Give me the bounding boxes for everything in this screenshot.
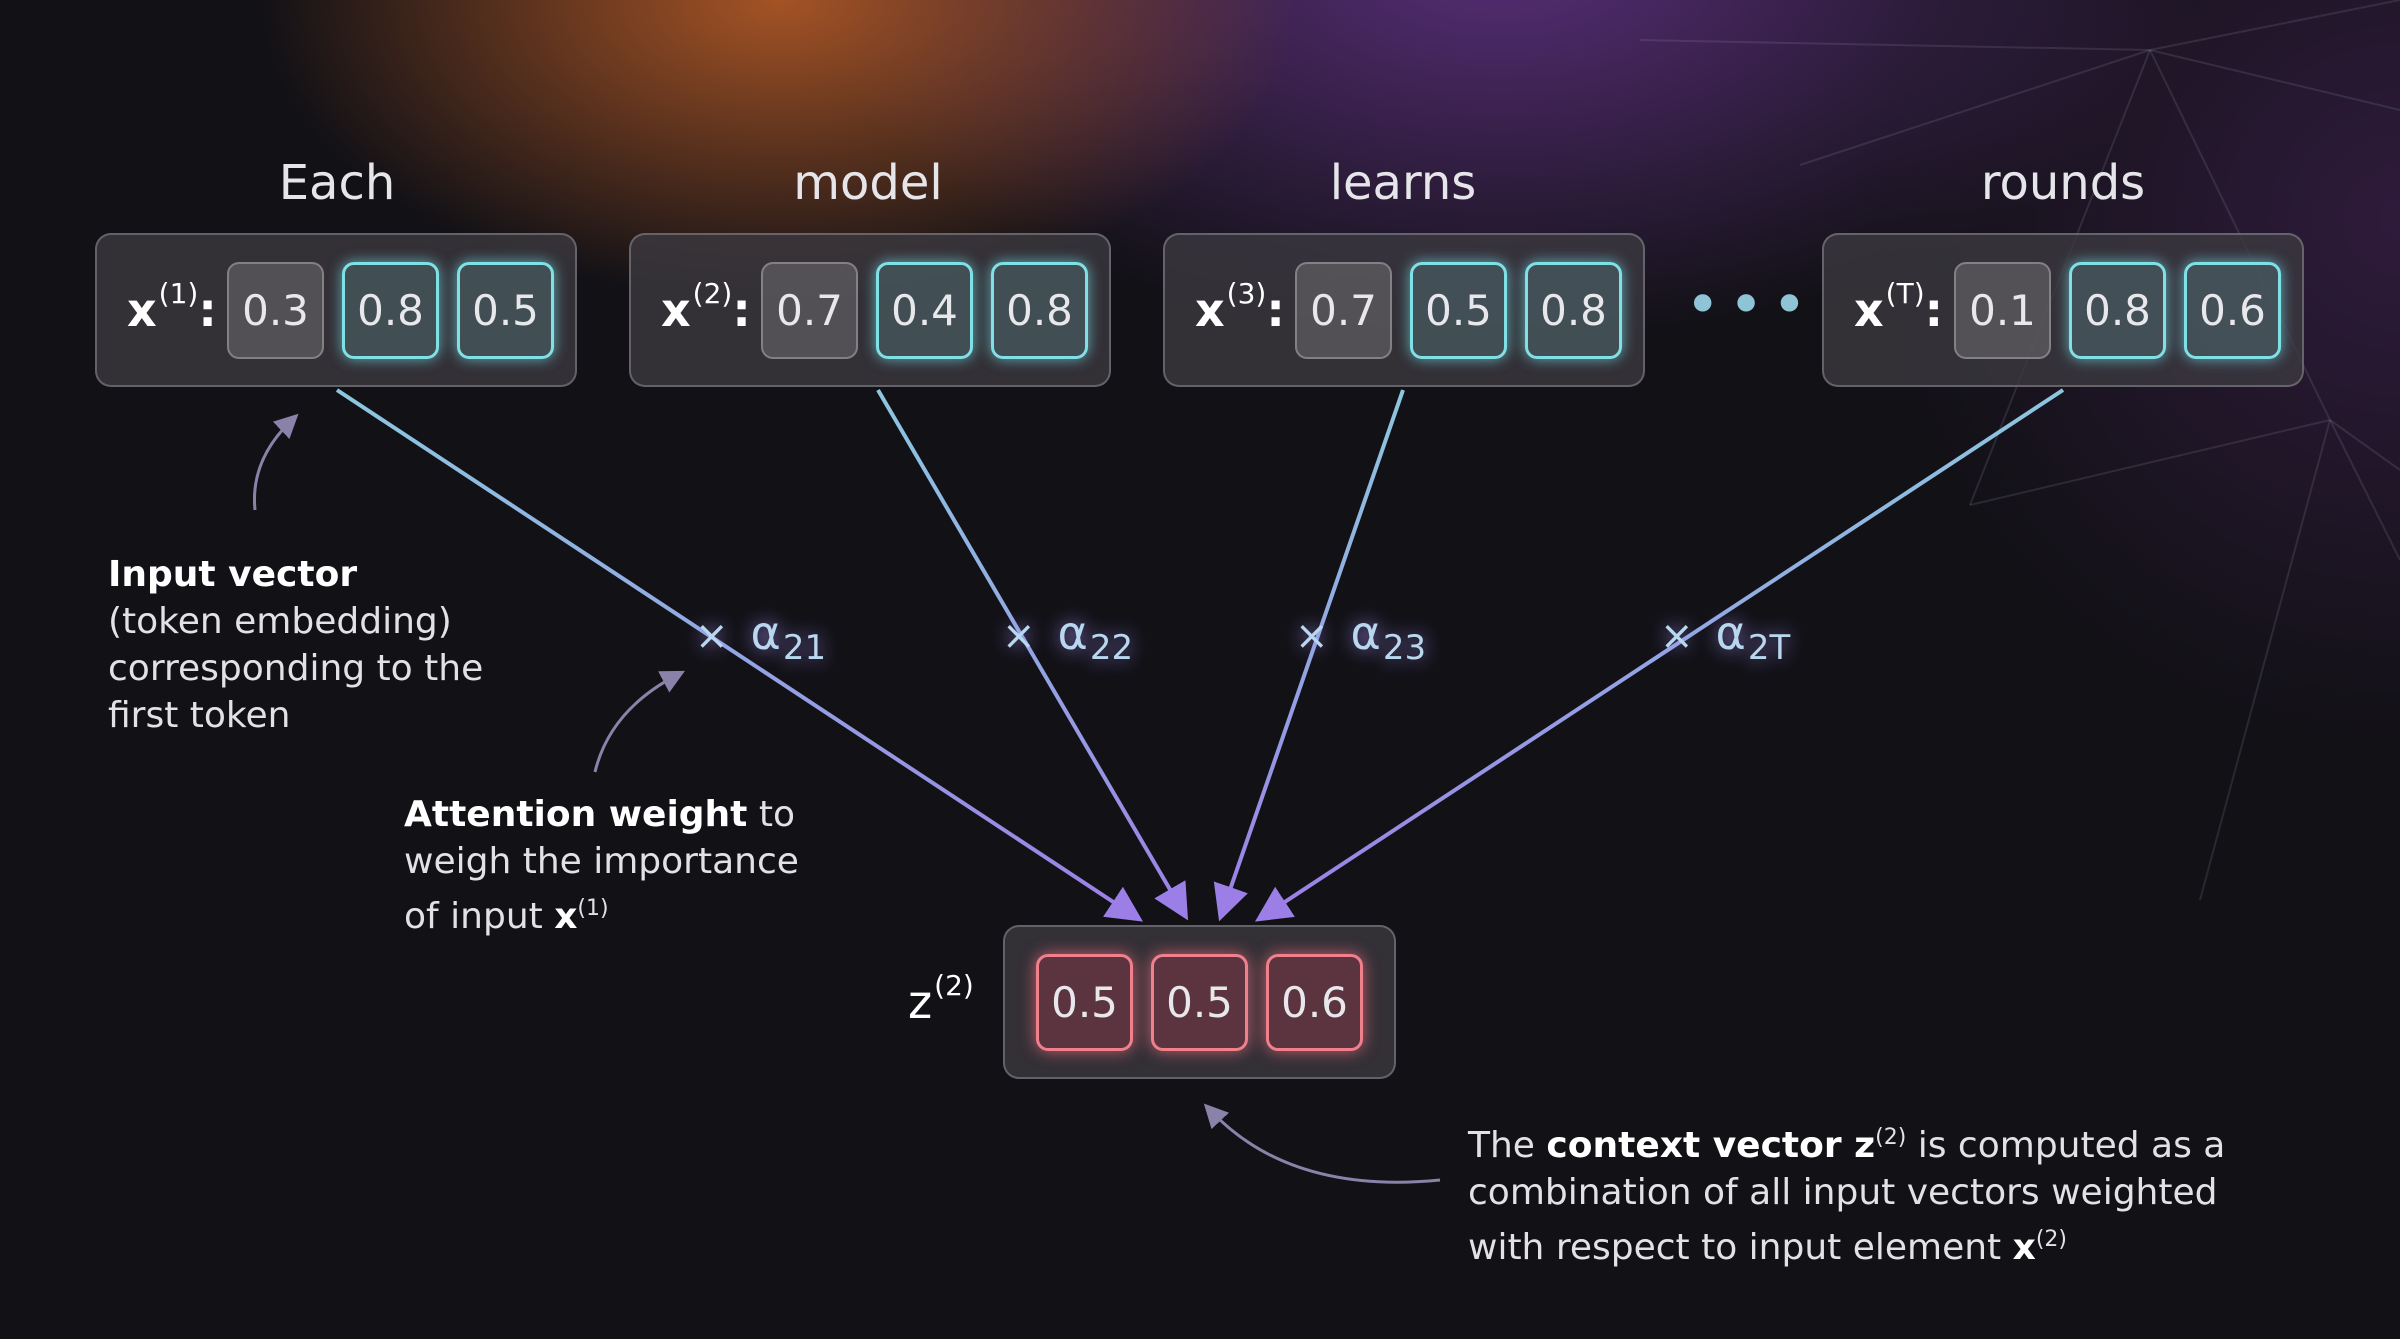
multiply-icon: × <box>695 613 729 659</box>
input-vector-2: x(2): 0.7 0.4 0.8 <box>629 233 1111 387</box>
attention-note-pointer <box>593 670 685 773</box>
vector-cell: 0.6 <box>2184 261 2281 359</box>
input-vector-T: x(T): 0.1 0.8 0.6 <box>1822 233 2304 387</box>
vector-cell: 0.8 <box>991 261 1088 359</box>
context-note-pointer <box>1203 1103 1441 1184</box>
arrow-from-x2 <box>876 388 1189 921</box>
vector-cell: 0.5 <box>1410 261 1507 359</box>
attention-weight-note: Attention weight to weigh the importance… <box>404 794 799 937</box>
multiply-icon: × <box>1660 613 1694 659</box>
context-cell: 0.5 <box>1151 953 1248 1051</box>
multiply-icon: × <box>1295 613 1329 659</box>
token-word-1: Each <box>278 155 396 211</box>
input-vector-3: x(3): 0.7 0.5 0.8 <box>1163 233 1645 387</box>
input-note-pointer <box>252 413 299 511</box>
input-vector-1: x(1): 0.3 0.8 0.5 <box>95 233 577 387</box>
vector-cell: 0.3 <box>227 261 324 359</box>
vector-cell: 0.7 <box>761 261 858 359</box>
token-word-2: model <box>793 155 943 211</box>
context-vector: 0.5 0.5 0.6 <box>1003 925 1396 1079</box>
context-vector-label: z(2) <box>908 969 974 1029</box>
vector-cell: 0.1 <box>1954 261 2051 359</box>
arrow-from-x3 <box>1213 389 1405 922</box>
vector-label: x(3): <box>1195 277 1285 337</box>
vector-label: x(1): <box>127 277 217 337</box>
token-word-3: learns <box>1329 155 1477 211</box>
multiply-icon: × <box>1002 613 1036 659</box>
arrow-from-x1 <box>335 388 1144 922</box>
vector-cell: 0.5 <box>457 261 554 359</box>
vector-label: x(2): <box>661 277 751 337</box>
context-vector-note: The context vector z(2) is computed as a… <box>1468 1125 2226 1268</box>
vector-label: x(T): <box>1854 277 1944 337</box>
context-cell: 0.6 <box>1266 953 1363 1051</box>
vector-cell: 0.8 <box>342 261 439 359</box>
vector-cell: 0.7 <box>1295 261 1392 359</box>
ellipsis-dots: ••• <box>1685 270 1816 340</box>
input-vector-note: Input vector (token embedding) correspon… <box>108 554 484 736</box>
arrow-from-xT <box>1254 388 2065 922</box>
vector-cell: 0.8 <box>2069 261 2166 359</box>
context-cell: 0.5 <box>1036 953 1133 1051</box>
token-word-T: rounds <box>1980 155 2146 211</box>
vector-cell: 0.4 <box>876 261 973 359</box>
vector-cell: 0.8 <box>1525 261 1622 359</box>
